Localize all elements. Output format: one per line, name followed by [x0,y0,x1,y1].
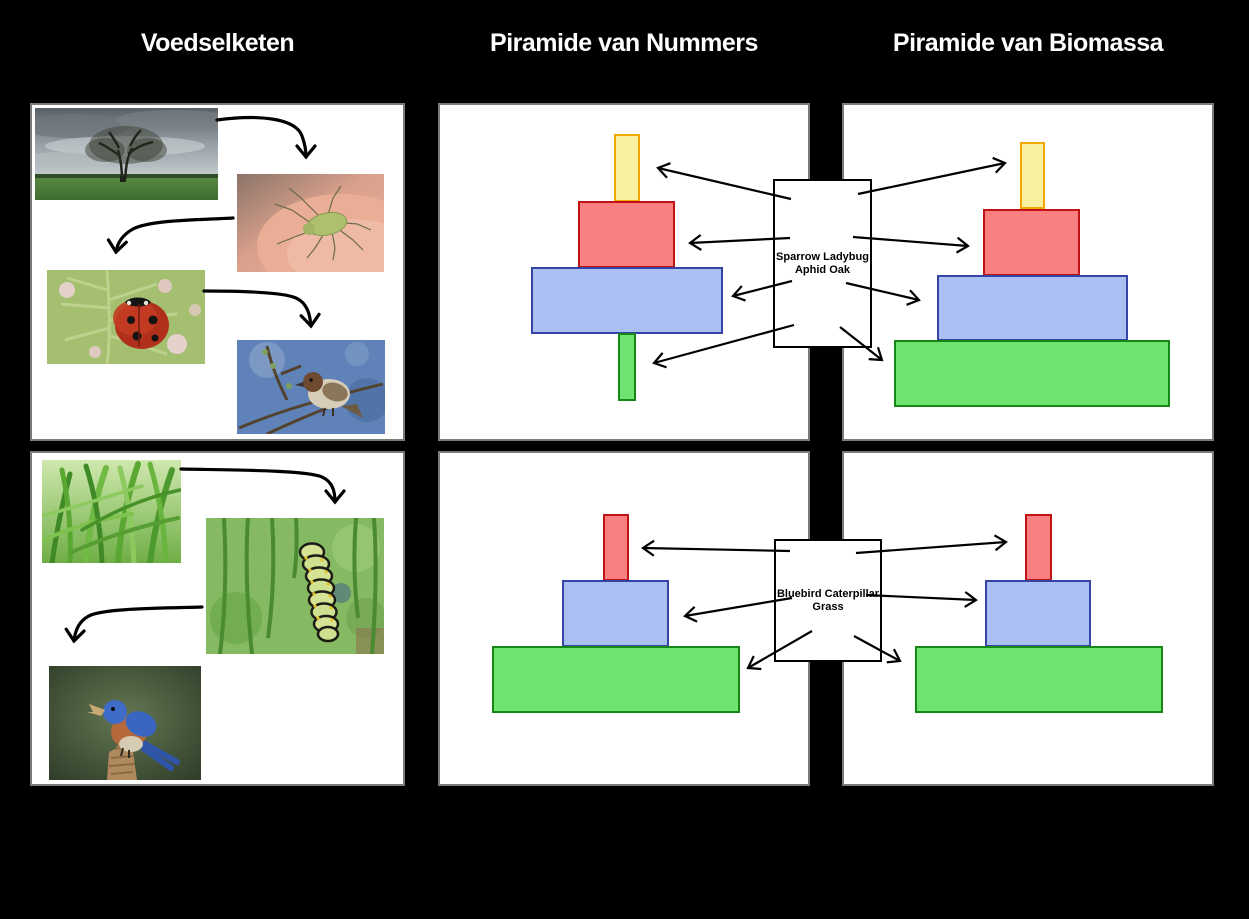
panel-pyramid-of-biomass-row2 [842,451,1214,786]
pyramid-tier-ladybug [983,209,1080,276]
pyramid-tier-caterpillar [562,580,669,647]
panel-food-chain-row2 [30,451,405,786]
pyramid-tier-bluebird [603,514,629,581]
grass-photo [42,460,181,563]
aphid-photo [237,174,384,272]
column-header-pyramid-of-numbers: Piramide van Nummers [490,29,758,57]
oak-tree-photo [35,108,218,200]
pyramid-tier-oak [894,340,1170,407]
ladybug-photo [47,270,205,364]
pyramid-tier-oak [618,333,636,401]
pyramid-tier-ladybug [578,201,675,268]
pyramid-tier-bluebird [1025,514,1052,581]
pyramid-tier-grass [492,646,740,713]
column-header-pyramid-of-biomass: Piramide van Biomassa [892,29,1164,57]
panel-pyramid-of-biomass-row1 [842,103,1214,441]
panel-pyramid-of-numbers-row1 [438,103,810,441]
panel-pyramid-of-numbers-row2 [438,451,810,786]
panel-food-chain-row1 [30,103,405,441]
pyramid-tier-sparrow [614,134,640,202]
pyramid-tier-caterpillar [985,580,1091,647]
bluebird-photo [49,666,201,780]
column-header-food-chain: Voedselketen [140,29,295,57]
pyramid-tier-aphid [937,275,1128,341]
pyramid-tier-sparrow [1020,142,1045,209]
caterpillar-photo [206,518,384,654]
pyramid-tier-grass [915,646,1163,713]
sparrow-photo [237,340,385,434]
pyramid-tier-aphid [531,267,723,334]
